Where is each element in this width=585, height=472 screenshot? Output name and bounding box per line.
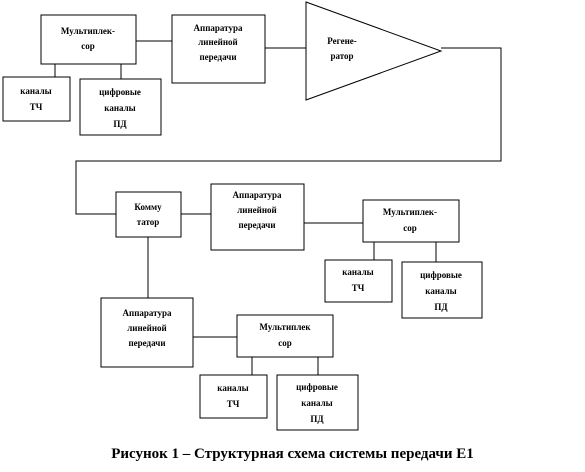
node-label-line: Мультиплек — [259, 322, 311, 332]
node-label-line: Мультиплек- — [61, 26, 115, 36]
node-label-line: передачи — [199, 52, 236, 62]
node-label-line: ПД — [434, 302, 448, 312]
node-linear-equipment-3: Аппаратура линейной передачи — [100, 297, 194, 368]
node-linear-equipment-1: Аппаратура линейной передачи — [171, 14, 266, 84]
node-box — [100, 297, 194, 368]
node-label-line: Аппаратура — [194, 23, 243, 33]
node-label-line: каналы — [301, 398, 332, 408]
node-box — [210, 183, 305, 251]
node-box — [171, 14, 266, 84]
node-label-line: Комму — [134, 202, 162, 212]
node-regenerator: Регене-ратор — [305, 1, 443, 101]
node-label-line: линейной — [127, 323, 166, 333]
node-box — [115, 191, 182, 238]
node-label-line: ТЧ — [30, 102, 43, 112]
node-label-line: Аппаратура — [123, 308, 172, 318]
node-label-line: каналы — [217, 383, 248, 393]
node-label-line: сор — [81, 41, 95, 51]
node-box — [236, 314, 334, 358]
node-box — [40, 14, 137, 65]
node-label-line: каналы — [20, 86, 51, 96]
node-label-line: линейной — [198, 37, 237, 47]
node-box — [401, 261, 483, 319]
node-mux-2: Мультиплек-сор — [362, 199, 460, 243]
node-label-line: передачи — [238, 220, 275, 230]
node-label-line: цифровые — [420, 270, 462, 280]
node-box — [2, 76, 71, 122]
node-label-line: линейной — [237, 205, 276, 215]
node-box — [324, 259, 393, 303]
node-box — [199, 374, 268, 419]
node-box — [276, 374, 359, 431]
node-label-line: ПД — [113, 119, 127, 129]
node-label-line: цифровые — [99, 87, 141, 97]
node-box — [79, 78, 162, 136]
node-label-line: сор — [403, 223, 417, 233]
regenerator-triangle — [305, 1, 443, 101]
node-box — [362, 199, 460, 243]
edge-regenerator-to-commutator — [75, 47, 502, 215]
node-label-line: татор — [137, 217, 160, 227]
node-label-line: ТЧ — [227, 399, 240, 409]
node-label-line: цифровые — [296, 382, 338, 392]
node-label-line: каналы — [104, 103, 135, 113]
node-label-line: ратор — [330, 51, 353, 61]
connection-lines — [54, 40, 502, 375]
node-label-line: каналы — [342, 267, 373, 277]
transmission-system-diagram: Мультиплек-сорАппаратуралинейнойпередачи… — [2, 1, 502, 431]
node-linear-equipment-2: Аппаратура линейной передачи — [210, 183, 305, 251]
node-mux-3: Мультиплек сор — [236, 314, 334, 358]
node-label-line: Регене- — [327, 36, 357, 46]
node-label-line: сор — [278, 338, 292, 348]
node-label-line: ПД — [310, 414, 324, 424]
node-label-line: Аппаратура — [233, 190, 282, 200]
node-label-line: передачи — [128, 338, 165, 348]
node-label-line: ТЧ — [352, 283, 365, 293]
figure-caption: Рисунок 1 – Структурная схема системы пе… — [111, 446, 474, 462]
diagram-nodes: Мультиплек-сорАппаратуралинейнойпередачи… — [2, 1, 483, 431]
node-commutator: Комму татор — [115, 191, 182, 238]
node-label-line: Мультиплек- — [383, 207, 437, 217]
node-label-line: каналы — [425, 286, 456, 296]
node-mux-1: Мультиплек-сор — [40, 14, 137, 65]
